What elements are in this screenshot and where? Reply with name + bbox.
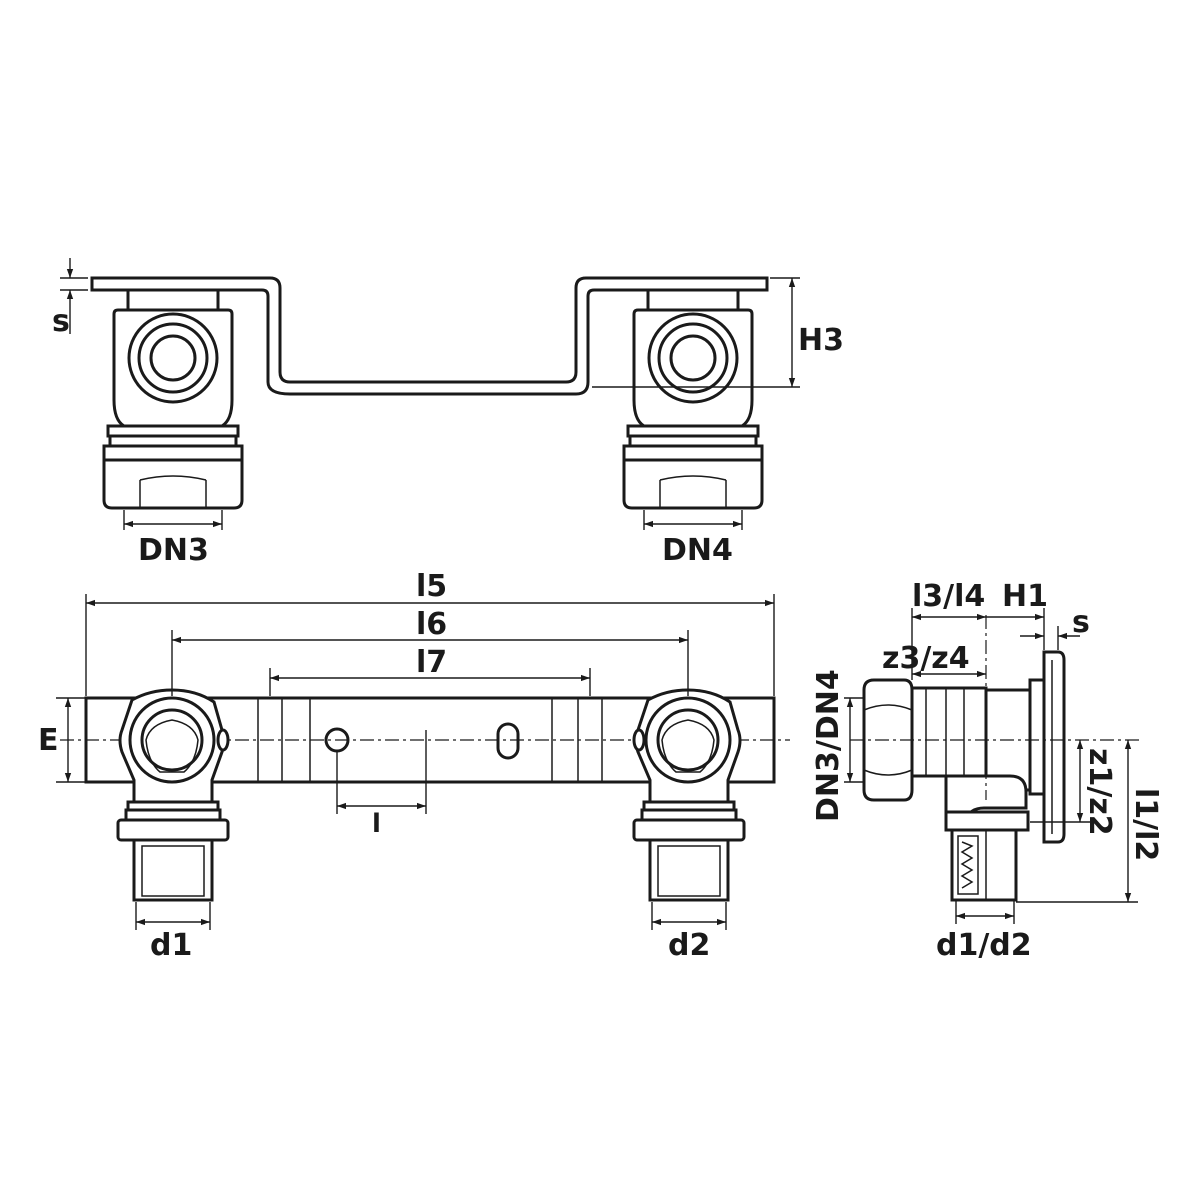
label-d1: d1 <box>150 928 192 963</box>
dim-dn4: DN4 <box>643 510 743 568</box>
label-h3: H3 <box>798 323 844 358</box>
dim-l5: l5 <box>85 569 775 696</box>
dim-l: l <box>336 730 427 839</box>
label-s-side: s <box>1072 605 1090 640</box>
label-l7: l7 <box>416 645 447 680</box>
dim-z1-z2: z1/z2 <box>1030 740 1117 836</box>
dim-s-side: s <box>1020 605 1090 650</box>
side-view: l3/l4 H1 s z3/z4 DN3/DN4 z1/z2 <box>811 579 1163 963</box>
mounting-slot <box>496 722 520 760</box>
dim-dn3-dn4: DN3/DN4 <box>811 669 864 822</box>
dim-z3-z4: z3/z4 <box>882 641 986 678</box>
dim-d1: d1 <box>135 902 211 963</box>
right-elbow-front <box>632 688 746 902</box>
dim-dn3: DN3 <box>123 510 223 568</box>
label-h1: H1 <box>1002 579 1048 614</box>
label-z1-z2: z1/z2 <box>1082 748 1117 836</box>
dim-l3-h1: l3/l4 H1 <box>911 579 1048 680</box>
label-z3-z4: z3/z4 <box>882 641 970 676</box>
label-l5: l5 <box>416 569 447 604</box>
top-view: s H3 DN3 DN4 <box>52 258 844 568</box>
label-dn4: DN4 <box>662 533 733 568</box>
dim-d2: d2 <box>651 902 727 963</box>
dim-l1-l2: l1/l2 <box>1016 740 1163 903</box>
dim-l6: l6 <box>171 607 689 696</box>
label-d1-d2: d1/d2 <box>936 928 1032 963</box>
label-dn3: DN3 <box>138 533 209 568</box>
front-view: l5 l6 l7 E l <box>38 569 790 963</box>
dim-h3: H3 <box>592 277 844 388</box>
left-elbow-front <box>116 688 230 902</box>
dim-d1-d2: d1/d2 <box>936 900 1032 963</box>
label-l3-l4: l3/l4 <box>912 579 985 614</box>
label-dn3-dn4: DN3/DN4 <box>811 669 846 822</box>
label-l1-l2: l1/l2 <box>1128 788 1163 861</box>
right-fitting-top <box>622 288 764 510</box>
label-d2: d2 <box>668 928 710 963</box>
mounting-bracket <box>90 276 769 396</box>
label-l: l <box>372 809 381 839</box>
label-e: E <box>38 723 59 758</box>
label-l6: l6 <box>416 607 447 642</box>
dim-e: E <box>38 697 86 783</box>
dim-s-top: s <box>52 258 88 339</box>
label-s-top: s <box>52 304 70 339</box>
dim-l7: l7 <box>269 645 591 696</box>
left-fitting-top <box>102 288 244 510</box>
wall-flange <box>1042 650 1066 844</box>
